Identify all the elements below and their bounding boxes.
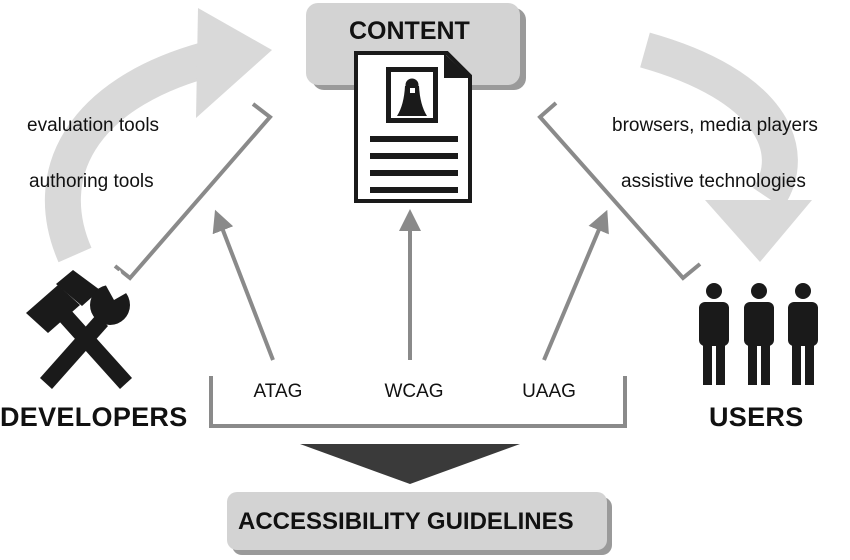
developer-connector-line: [113, 102, 273, 281]
left-cycle-arrow: [44, 8, 272, 263]
person-figure: [744, 283, 774, 385]
developers-title: DEVELOPERS: [0, 402, 188, 432]
user-connector-line: [537, 101, 702, 281]
right-cycle-arrow: [640, 32, 812, 262]
standard-label-wcag: WCAG: [384, 381, 444, 402]
document-portrait-icon: [354, 51, 472, 203]
users-group-icon: [699, 283, 818, 385]
funnel-triangle: [300, 444, 520, 484]
guidelines-title: ACCESSIBILITY GUIDELINES: [238, 508, 574, 535]
content-title: CONTENT: [349, 17, 470, 45]
guidelines-box: [227, 492, 612, 555]
users-title: USERS: [709, 402, 804, 432]
uaag-arrow: [542, 209, 609, 361]
standard-label-uaag: UAAG: [522, 381, 576, 402]
user-tool-label: browsers, media players: [612, 115, 818, 136]
user-tool-label: assistive technologies: [621, 171, 806, 192]
portrait-frame: [386, 67, 438, 123]
guidelines-bracket: [209, 376, 627, 428]
person-figure: [699, 283, 729, 385]
developer-tool-label: authoring tools: [29, 171, 154, 192]
developer-tool-label: evaluation tools: [27, 115, 160, 136]
standard-label-atag: ATAG: [253, 381, 303, 402]
atag-arrow: [212, 209, 275, 361]
person-figure: [788, 283, 818, 385]
hammer-wrench-icon: [26, 270, 132, 389]
